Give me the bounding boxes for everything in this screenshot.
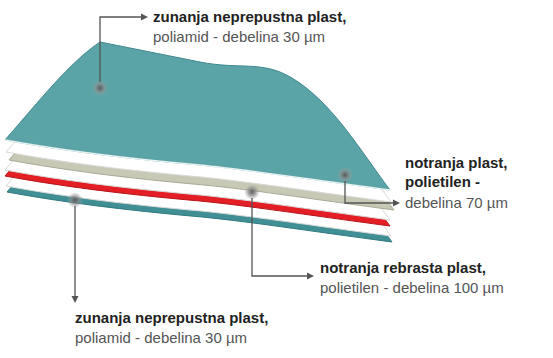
callout-text: poliamid - debelina 30 µm	[153, 27, 325, 46]
callout-dot	[92, 80, 108, 96]
callout-dot	[67, 192, 83, 208]
arrowhead	[393, 200, 400, 207]
leader-line	[74, 206, 75, 296]
leader-line	[100, 17, 142, 82]
callout-text: poliamid - debelina 30 µm	[75, 328, 247, 347]
callout-dot	[244, 184, 260, 200]
callout-heading: zunanja neprepustna plast,	[153, 7, 346, 26]
leader-line	[252, 198, 308, 276]
leader-line	[345, 181, 394, 203]
callout-text: polietilen - debelina 100 µm	[320, 278, 504, 297]
callout-dot	[337, 167, 353, 183]
arrowhead	[307, 273, 314, 280]
callout-heading: notranja plast, polietilen -	[405, 153, 545, 191]
callout-text: debelina 70 µm	[405, 193, 508, 212]
arrowhead	[72, 296, 79, 303]
callout-heading: notranja rebrasta plast,	[320, 258, 486, 277]
arrowhead	[141, 14, 148, 21]
sheet-edge	[5, 140, 390, 190]
top-polyamide-layer	[5, 42, 390, 190]
callout-heading: zunanja neprepustna plast,	[75, 308, 268, 327]
